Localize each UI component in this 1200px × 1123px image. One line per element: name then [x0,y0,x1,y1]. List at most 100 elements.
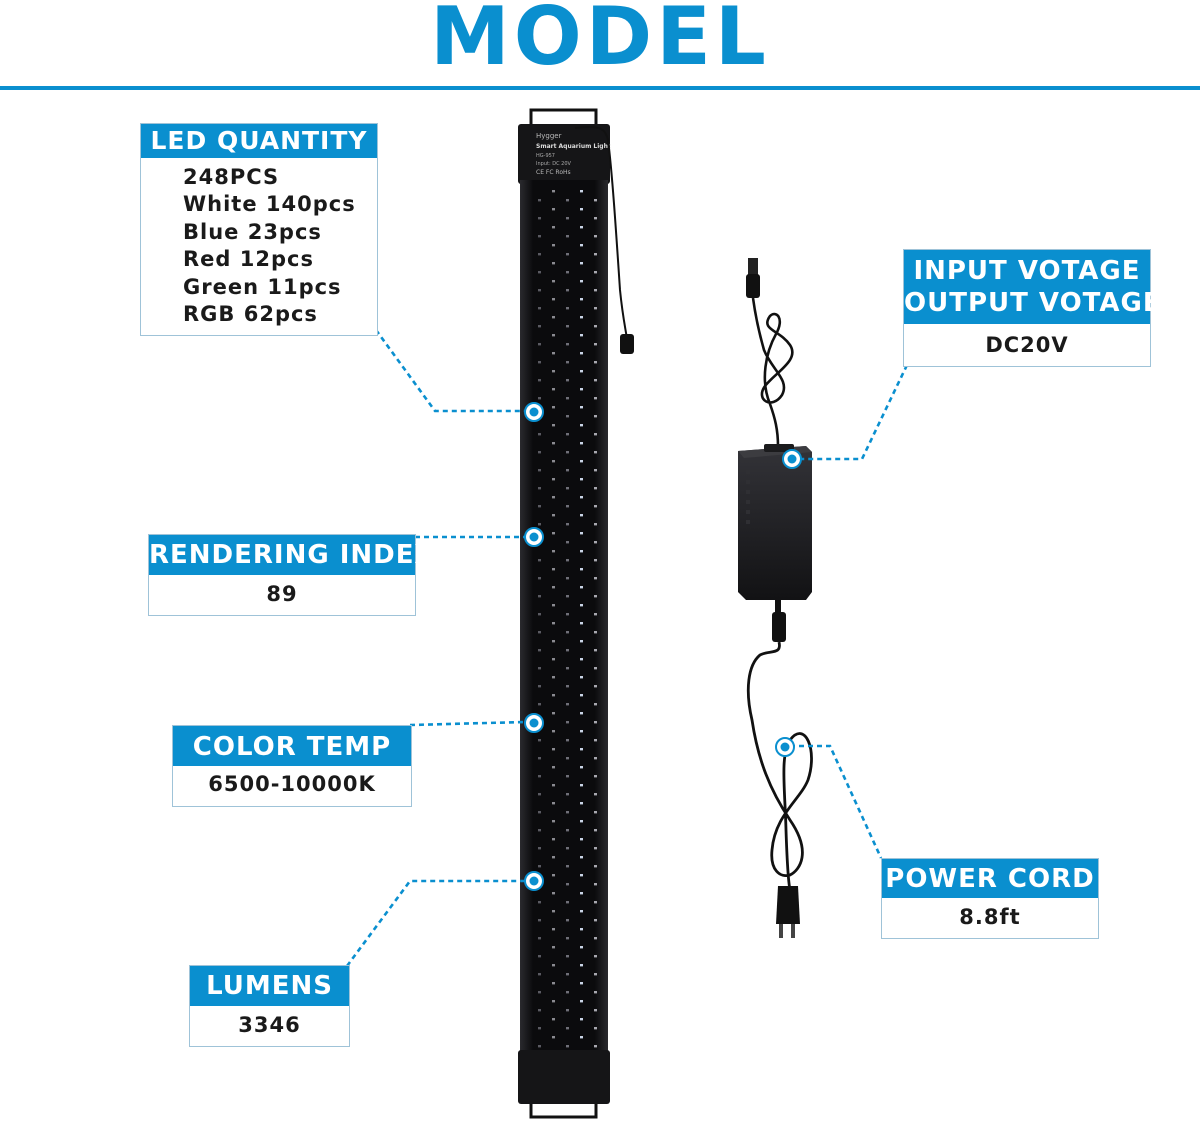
marker-led [524,402,544,422]
led-dot [538,847,541,850]
led-dot [538,595,541,598]
led-dot [552,1018,555,1021]
leader-lumens [345,879,525,967]
cord-connector [772,612,786,642]
callout-markers [524,402,802,891]
led-dot [552,658,555,661]
led-dot [594,883,597,886]
led-dot [580,676,583,679]
led-dot [594,343,597,346]
led-dot [552,874,555,877]
lumens-callout: LUMENS 3346 [189,965,350,1047]
label-brand: Hygger [536,132,562,140]
led-dot [552,514,555,517]
led-dot [566,991,569,994]
led-dot [566,775,569,778]
led-dot [594,199,597,202]
led-dot [538,865,541,868]
led-dot [566,919,569,922]
label-line3: Input: DC 20V [536,161,572,167]
list-item: Blue 23pcs [183,219,322,244]
us-plug [776,886,800,938]
led-dot [566,433,569,436]
title-divider [0,86,1200,90]
led-dot [538,667,541,670]
led-dot [594,469,597,472]
led-dot [552,568,555,571]
led-dot [580,820,583,823]
led-dot [594,541,597,544]
led-dot [552,442,555,445]
led-dot [594,685,597,688]
led-dot [566,1009,569,1012]
led-dot [538,937,541,940]
led-dot [594,631,597,634]
led-dot [552,982,555,985]
led-dot [580,1036,583,1039]
rendering-index-title: RENDERING INDEX [149,535,435,575]
marker-adapter [782,449,802,469]
led-dot [538,433,541,436]
led-dot [580,712,583,715]
led-dot [594,901,597,904]
led-dot [538,793,541,796]
led-dot [552,496,555,499]
led-dot [538,361,541,364]
led-dot [594,829,597,832]
led-dot [580,280,583,283]
led-dot [580,496,583,499]
led-dot [538,955,541,958]
list-item: White 140pcs [183,192,356,217]
led-dot [552,424,555,427]
led-dot [566,973,569,976]
led-dot [594,289,597,292]
led-dot [538,1009,541,1012]
marker-lumens [524,871,544,891]
led-dot [566,523,569,526]
led-dot [566,469,569,472]
led-dot [538,775,541,778]
led-dot [580,208,583,211]
led-dot [580,586,583,589]
led-dot [580,982,583,985]
light-bar-label: Hygger Smart Aquarium Light HG-957 Input… [536,132,611,176]
led-dot [552,370,555,373]
led-dot [538,613,541,616]
leader-lines [345,329,909,967]
led-dot [594,433,597,436]
led-dot [566,505,569,508]
led-dot [538,649,541,652]
led-dot [594,397,597,400]
control-cable [574,125,629,347]
led-dot [580,658,583,661]
led-dot [580,604,583,607]
led-dot [580,694,583,697]
led-dot [580,964,583,967]
led-dot [538,1045,541,1048]
voltage-value: DC20V [985,333,1069,357]
led-dot [566,883,569,886]
led-dot [566,541,569,544]
led-dot [552,604,555,607]
led-dot [594,487,597,490]
led-dot [594,847,597,850]
led-dot [580,1018,583,1021]
led-dot [580,784,583,787]
led-dot [538,343,541,346]
led-dot [566,703,569,706]
led-dot [552,262,555,265]
color-temp-title: COLOR TEMP [173,726,411,766]
adapter-dc-cable [751,297,794,447]
led-dot [594,1027,597,1030]
marker-color-temp [524,713,544,733]
leader-power-cord [790,744,883,859]
power-cord-title: POWER CORD [882,859,1098,898]
led-dot [538,523,541,526]
input-voltage-title: INPUT VOTAGE [913,256,1141,286]
led-dot [566,559,569,562]
led-dot [552,802,555,805]
rendering-index-value: 89 [266,582,298,606]
leader-voltage [800,364,909,461]
led-dot [552,334,555,337]
led-dot [594,973,597,976]
